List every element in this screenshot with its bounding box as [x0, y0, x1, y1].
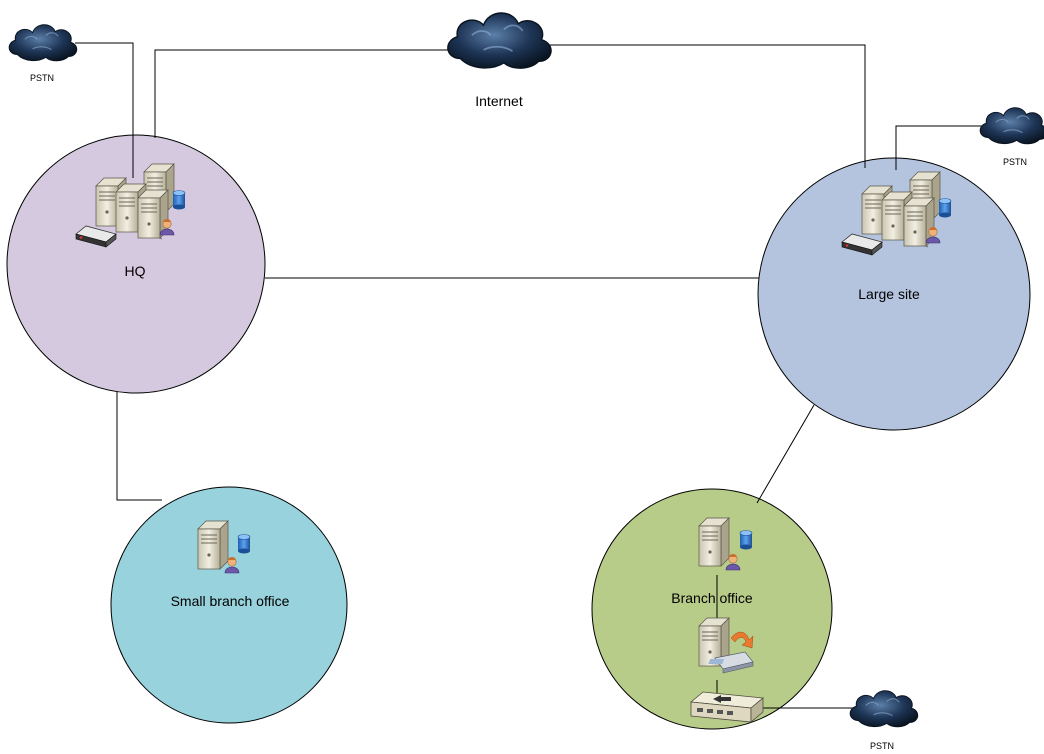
- site-branch-circle: [591, 488, 833, 730]
- link-internet-large: [548, 44, 866, 168]
- hq-label: HQ: [125, 263, 146, 279]
- connection-lines: [75, 42, 984, 709]
- link-hq-small: [116, 392, 162, 501]
- pstn-hq-label: PSTN: [30, 73, 54, 83]
- pstn-branch-cloud-icon: [849, 690, 919, 728]
- pstn-hq-cloud-icon: [8, 24, 78, 62]
- large-site-label: Large site: [858, 286, 920, 302]
- pstn-large-cloud-icon: [979, 107, 1044, 145]
- site-small-circle: [110, 486, 348, 724]
- internet-cloud-icon: [446, 12, 552, 69]
- pstn-branch-label: PSTN: [870, 741, 894, 751]
- switch-icon: [690, 691, 764, 723]
- link-large-branch: [756, 404, 815, 504]
- link-hq-internet: [154, 49, 450, 138]
- site-hq-circle: [6, 134, 266, 394]
- internet-label: Internet: [475, 93, 523, 109]
- link-large-pstn: [895, 125, 984, 170]
- fax-server-icon: [698, 617, 754, 674]
- small-branch-label: Small branch office: [171, 593, 290, 609]
- branch-office-label: Branch office: [671, 590, 753, 606]
- site-large-circle: [757, 157, 1031, 431]
- pstn-large-label: PSTN: [1003, 157, 1027, 167]
- link-hq-pstn: [75, 42, 134, 178]
